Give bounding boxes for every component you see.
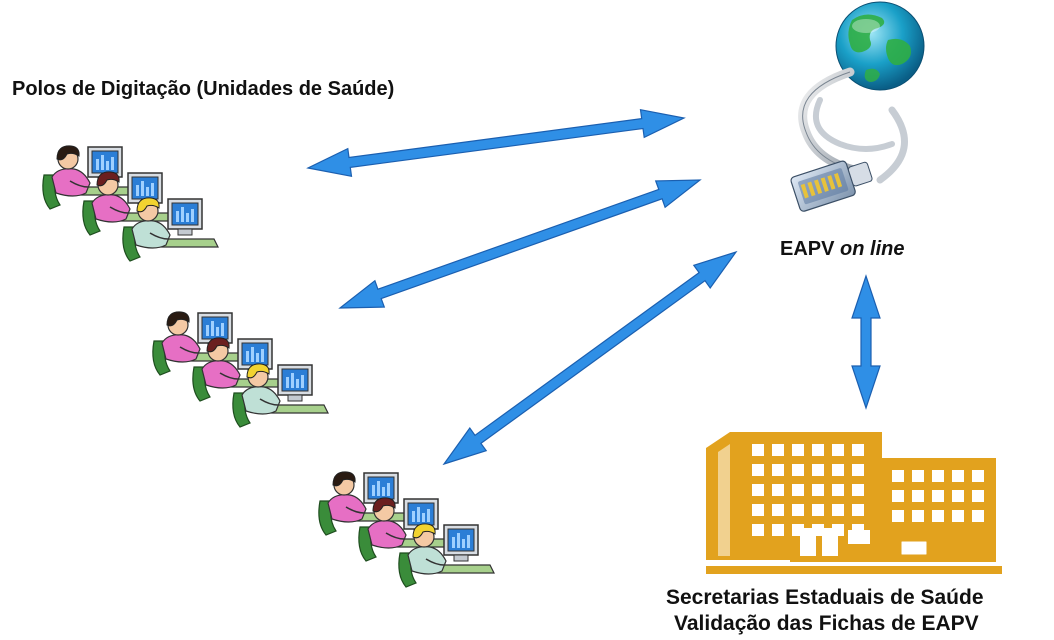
workstation-group-3: [318, 471, 495, 588]
workstation-group-2: [152, 311, 329, 428]
eapv-label-italic: on line: [840, 238, 905, 260]
arrow-group3-to-server: [442, 250, 738, 466]
person-at-computer-icon: [232, 363, 329, 428]
secretarias-line2: Validação das Fichas de EAPV: [674, 612, 979, 635]
network-cable-icon: [790, 67, 908, 212]
person-at-computer-icon: [398, 523, 495, 588]
eapv-online-label: EAPV on line: [780, 238, 904, 261]
person-at-computer-icon: [192, 337, 289, 402]
arrow-group2-to-server: [338, 179, 702, 309]
hospital-building: [706, 432, 1002, 574]
arrows-layer: [306, 108, 881, 466]
person-at-computer-icon: [122, 197, 219, 262]
building-windows: [718, 444, 984, 556]
eapv-label-main: EAPV: [780, 238, 835, 260]
arrow-server-to-secretarias: [851, 274, 881, 410]
globe-network: [790, 1, 925, 212]
workstation-group-1: [42, 145, 219, 262]
globe-icon: [835, 1, 925, 91]
polos-title: Polos de Digitação (Unidades de Saúde): [12, 78, 395, 100]
ambulance-icon: [898, 538, 930, 561]
secretarias-line1: Secretarias Estaduais de Saúde: [666, 586, 984, 609]
arrow-group1-to-server: [306, 108, 686, 178]
